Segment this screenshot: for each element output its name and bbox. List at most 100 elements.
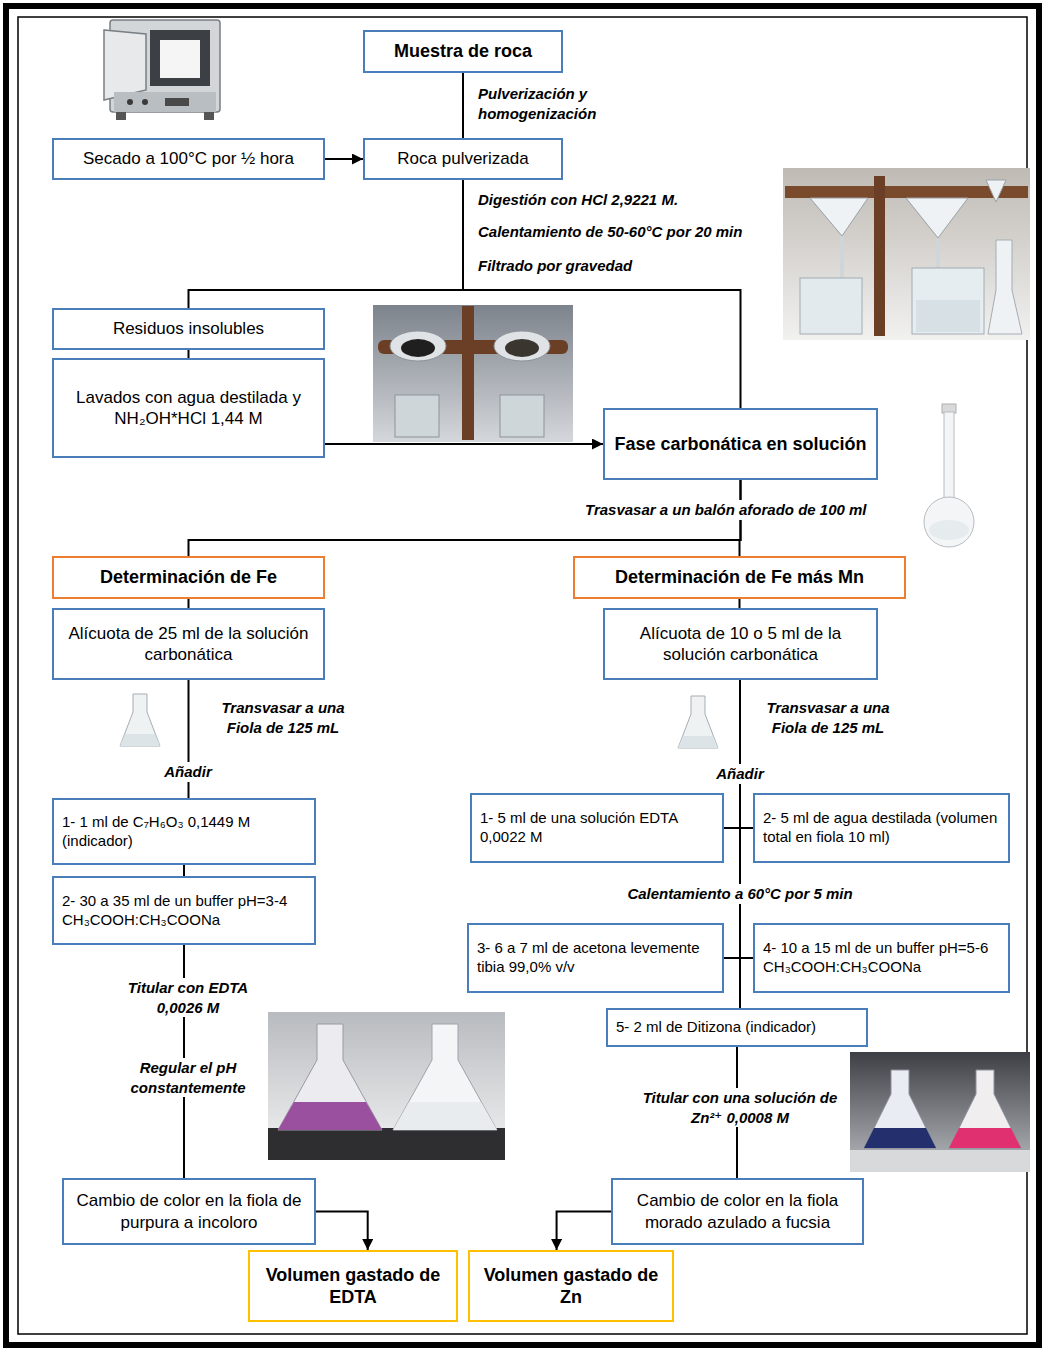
box-text: Alícuota de 10 o 5 ml de la solución car…	[613, 623, 868, 666]
process-box: Roca pulverizada	[363, 138, 563, 180]
text-wrap: Lavados con agua destilada y NH₂OH*HCl 1…	[62, 387, 315, 430]
flow-connector	[740, 680, 753, 828]
box-text: 1- 5 ml de una solución EDTA 0,0022 M	[480, 809, 714, 847]
box-text: Secado a 100°C por ½ hora	[62, 148, 315, 169]
annotation-text: Trasvasar a un balón aforado de 100 ml	[585, 500, 897, 520]
flow-connector	[188, 599, 190, 608]
box-text: 2- 5 ml de agua destilada (volumen total…	[763, 809, 1000, 847]
text-wrap: Alícuota de 10 o 5 ml de la solución car…	[613, 623, 868, 666]
annotation-text: Transvasar a una Fiola de 125 mL	[748, 698, 908, 737]
annotation-text: Añadir	[705, 764, 775, 784]
text-wrap: Determinación de Fe más Mn	[583, 566, 896, 589]
output-box: Volumen gastado de EDTA	[248, 1250, 458, 1322]
box-text: Residuos insolubles	[62, 318, 315, 339]
reagent-box: 1- 5 ml de una solución EDTA 0,0022 M	[470, 793, 724, 863]
flow-connector	[739, 599, 741, 608]
reagent-box: 2- 5 ml de agua destilada (volumen total…	[753, 793, 1010, 863]
box-text: 3- 6 a 7 ml de acetona levemente tibia 9…	[477, 939, 714, 977]
annotation-text: Añadir	[153, 762, 223, 782]
text-wrap: Cambio de color en la fiola de purpura a…	[72, 1190, 306, 1233]
box-text: Determinación de Fe más Mn	[583, 566, 896, 589]
filtration-photo	[783, 168, 1030, 340]
conical-flask-icon	[120, 694, 160, 746]
section-header: Determinación de Fe más Mn	[573, 556, 906, 599]
box-text: Cambio de color en la fiola de purpura a…	[72, 1190, 306, 1233]
box-text: Volumen gastado de EDTA	[258, 1264, 448, 1309]
box-text: Volumen gastado de Zn	[478, 1264, 664, 1309]
process-box: Alícuota de 25 ml de la solución carboná…	[52, 608, 325, 680]
text-wrap: Secado a 100°C por ½ hora	[62, 148, 315, 169]
reagent-box: 3- 6 a 7 ml de acetona levemente tibia 9…	[467, 923, 724, 993]
result-box: Cambio de color en la fiola de purpura a…	[62, 1178, 316, 1245]
output-box: Volumen gastado de Zn	[468, 1250, 674, 1322]
annotation-text: Calentamiento de 50-60°C por 20 min	[478, 222, 778, 242]
process-box: Lavados con agua destilada y NH₂OH*HCl 1…	[52, 358, 325, 458]
annotation-text: Titular con EDTA 0,0026 M	[113, 978, 263, 1017]
text-wrap: Volumen gastado de Zn	[478, 1264, 664, 1309]
flow-connector	[462, 73, 464, 138]
box-text: 1- 1 ml de C₇H₆O₃ 0,1449 M (indicador)	[62, 813, 306, 851]
titration-photo	[268, 1012, 505, 1160]
reagent-box: 2- 30 a 35 ml de un buffer pH=3-4 CH₃COO…	[52, 876, 316, 945]
flow-connector	[316, 1212, 368, 1251]
box-text: 4- 10 a 15 ml de un buffer pH=5-6 CH₃COO…	[763, 939, 1000, 977]
residue-photo	[373, 305, 573, 442]
annotation-text: Titular con una solución de Zn²⁺ 0,0008 …	[631, 1088, 849, 1127]
annotation-text: Digestión con HCl 2,9221 M.	[478, 190, 778, 210]
text-wrap: Residuos insolubles	[62, 318, 315, 339]
text-wrap: 1- 1 ml de C₇H₆O₃ 0,1449 M (indicador)	[62, 813, 306, 851]
text-wrap: Volumen gastado de EDTA	[258, 1264, 448, 1309]
section-header: Determinación de Fe	[52, 556, 325, 599]
text-wrap: 5- 2 ml de Ditizona (indicador)	[616, 1018, 858, 1037]
text-wrap: Alícuota de 25 ml de la solución carboná…	[62, 623, 315, 666]
reagent-box: 4- 10 a 15 ml de un buffer pH=5-6 CH₃COO…	[753, 923, 1010, 993]
text-wrap: Muestra de roca	[373, 40, 553, 63]
flow-connector	[463, 180, 741, 408]
annotation-text: Pulverización y homogenización	[478, 84, 628, 123]
box-text: Alícuota de 25 ml de la solución carboná…	[62, 623, 315, 666]
phase-box: Fase carbonática en solución	[603, 408, 878, 480]
flow-connector	[325, 443, 603, 445]
flow-connector	[557, 1212, 611, 1251]
text-wrap: Cambio de color en la fiola morado azula…	[621, 1190, 854, 1233]
text-wrap: 4- 10 a 15 ml de un buffer pH=5-6 CH₃COO…	[763, 939, 1000, 977]
text-wrap: 2- 30 a 35 ml de un buffer pH=3-4 CH₃COO…	[62, 892, 306, 930]
box-text: Lavados con agua destilada y NH₂OH*HCl 1…	[62, 387, 315, 430]
process-box: Residuos insolubles	[52, 308, 325, 350]
annotation-text: Calentamiento a 60°C por 5 min	[609, 884, 871, 904]
flow-connector	[724, 680, 740, 828]
box-text: 5- 2 ml de Ditizona (indicador)	[616, 1018, 858, 1037]
conical-flask-icon	[678, 696, 718, 748]
flow-connector	[188, 350, 190, 358]
box-text: Fase carbonática en solución	[613, 433, 868, 456]
text-wrap: 3- 6 a 7 ml de acetona levemente tibia 9…	[477, 939, 714, 977]
flow-connector	[189, 180, 464, 308]
box-text: Roca pulverizada	[373, 148, 553, 169]
text-wrap: 2- 5 ml de agua destilada (volumen total…	[763, 809, 1000, 847]
box-text: Muestra de roca	[373, 40, 553, 63]
box-text: 2- 30 a 35 ml de un buffer pH=3-4 CH₃COO…	[62, 892, 306, 930]
volumetric-flask-icon	[924, 404, 974, 547]
text-wrap: Fase carbonática en solución	[613, 433, 868, 456]
process-box: Alícuota de 10 o 5 ml de la solución car…	[603, 608, 878, 680]
box-text: Determinación de Fe	[62, 566, 315, 589]
sample-box: Muestra de roca	[363, 30, 563, 73]
text-wrap: Determinación de Fe	[62, 566, 315, 589]
text-wrap: Roca pulverizada	[373, 148, 553, 169]
text-wrap: 1- 5 ml de una solución EDTA 0,0022 M	[480, 809, 714, 847]
titration-photo	[850, 1052, 1030, 1172]
flow-connector	[740, 958, 753, 1008]
flow-connector	[325, 158, 363, 160]
annotation-text: Regular el pH constantemente	[113, 1058, 263, 1097]
annotation-text: Transvasar a una Fiola de 125 mL	[203, 698, 363, 737]
flow-connector	[183, 865, 185, 876]
reagent-box: 5- 2 ml de Ditizona (indicador)	[606, 1008, 868, 1047]
flow-connector	[724, 958, 740, 1008]
furnace-icon	[104, 20, 220, 120]
page-frame	[6, 6, 1039, 1345]
process-box: Secado a 100°C por ½ hora	[52, 138, 325, 180]
result-box: Cambio de color en la fiola morado azula…	[611, 1178, 864, 1245]
reagent-box: 1- 1 ml de C₇H₆O₃ 0,1449 M (indicador)	[52, 798, 316, 865]
annotation-text: Filtrado por gravedad	[478, 256, 778, 276]
